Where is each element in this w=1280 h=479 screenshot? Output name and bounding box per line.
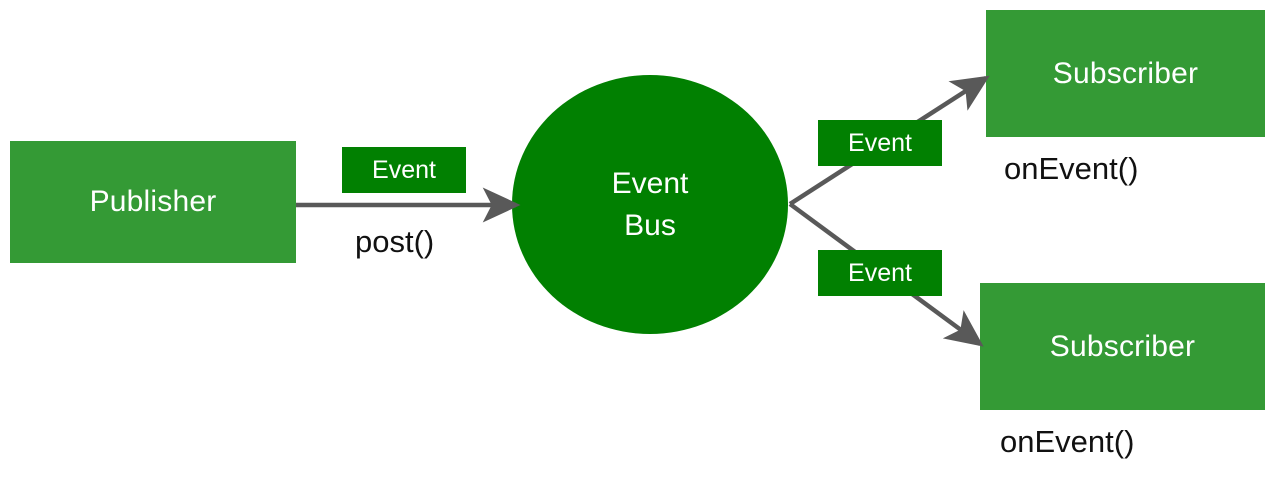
- label-on-event-top-text: onEvent(): [1004, 151, 1139, 186]
- event-chip-deliver-bottom[interactable]: Event: [818, 250, 942, 296]
- node-publisher-label: Publisher: [89, 185, 217, 218]
- label-on-event-top: onEvent(): [1004, 151, 1138, 187]
- label-on-event-bottom: onEvent(): [1000, 424, 1134, 460]
- label-post-method-text: post(): [355, 224, 435, 259]
- node-event-bus-label-line2: Bus: [624, 208, 676, 242]
- event-chip-deliver-top[interactable]: Event: [818, 120, 942, 166]
- node-subscriber-top-label: Subscriber: [1052, 56, 1199, 90]
- node-subscriber-bottom[interactable]: Subscriber: [980, 283, 1265, 410]
- node-event-bus-label-line1: Event: [611, 167, 689, 201]
- label-on-event-bottom-text: onEvent(): [1000, 424, 1135, 459]
- node-subscriber-bottom-label: Subscriber: [1049, 329, 1196, 363]
- node-publisher[interactable]: Publisher: [10, 141, 296, 263]
- node-subscriber-top[interactable]: Subscriber: [986, 10, 1265, 137]
- label-post-method: post(): [355, 224, 434, 260]
- event-chip-deliver-bottom-label: Event: [848, 258, 912, 287]
- event-chip-post[interactable]: Event: [342, 147, 466, 193]
- event-chip-deliver-top-label: Event: [848, 128, 912, 157]
- node-event-bus[interactable]: Event Bus: [512, 75, 788, 334]
- event-chip-post-label: Event: [372, 155, 436, 184]
